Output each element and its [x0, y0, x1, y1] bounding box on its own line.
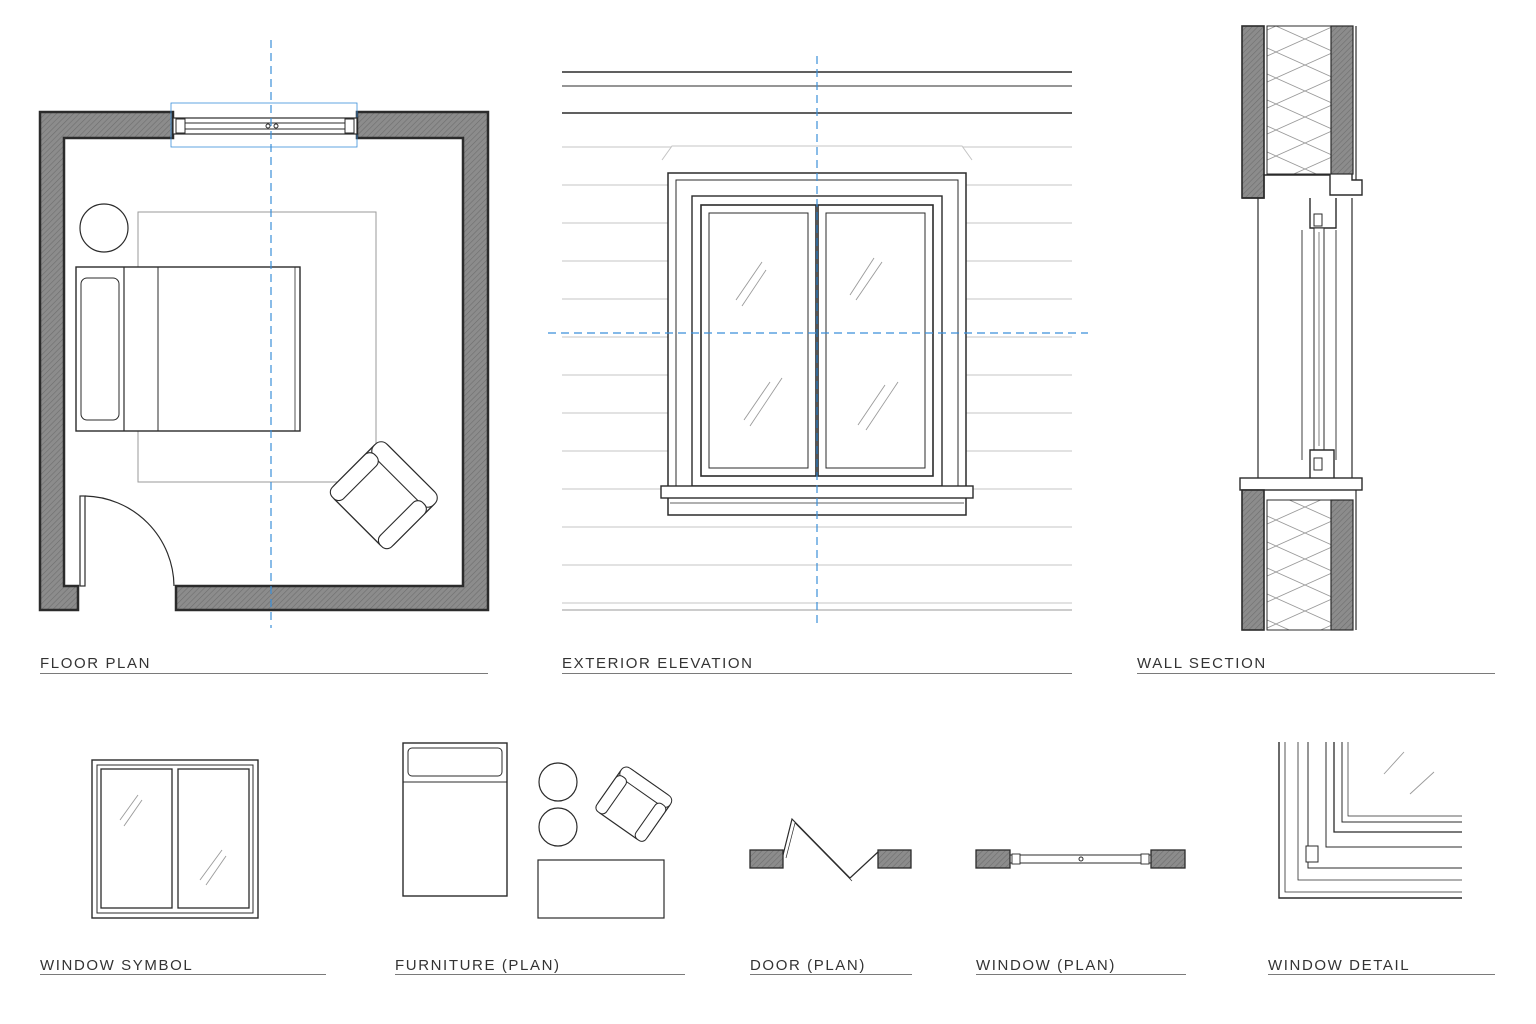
window-symbol-label: WINDOW SYMBOL: [40, 957, 194, 974]
window-detail-label: WINDOW DETAIL: [1268, 957, 1411, 974]
floor-plan-label: FLOOR PLAN: [40, 655, 152, 672]
bed: [75, 266, 301, 432]
furniture-plan-label: FURNITURE (PLAN): [395, 957, 561, 974]
furniture-armchair: [595, 766, 673, 842]
exterior-elevation: [548, 56, 1088, 628]
furniture-side-table-2: [538, 807, 578, 847]
floor-plan-door: [79, 495, 175, 587]
wall-section-underline: [1137, 673, 1495, 674]
door-plan-label: DOOR (PLAN): [750, 957, 866, 974]
furniture-bed: [402, 742, 508, 897]
exterior-elevation-underline: [562, 673, 1072, 674]
window-plan: [975, 849, 1186, 869]
furniture-plan-underline: [395, 974, 685, 975]
floor-plan: [38, 40, 490, 628]
floor-plan-underline: [40, 673, 488, 674]
window-plan-underline: [976, 974, 1186, 975]
door-plan: [749, 817, 912, 882]
armchair: [329, 441, 438, 550]
wall-section: [1239, 25, 1363, 631]
furniture-rug: [537, 859, 665, 919]
window-detail: [1278, 742, 1462, 899]
window-detail-underline: [1268, 974, 1495, 975]
door-plan-underline: [750, 974, 912, 975]
furniture-plan: [402, 742, 673, 919]
window-symbol: [91, 759, 259, 919]
nightstand: [79, 203, 129, 253]
furniture-side-table-1: [538, 762, 578, 802]
wall-section-label: WALL SECTION: [1137, 655, 1267, 672]
exterior-elevation-label: EXTERIOR ELEVATION: [562, 655, 754, 672]
window-plan-label: WINDOW (PLAN): [976, 957, 1116, 974]
floor-plan-window: [170, 102, 358, 148]
window-symbol-underline: [40, 974, 326, 975]
